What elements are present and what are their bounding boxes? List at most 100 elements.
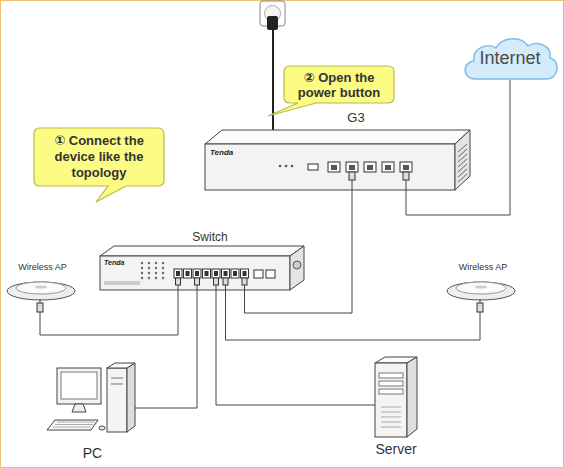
wireless-ap: Wireless AP bbox=[5, 262, 80, 320]
key-row bbox=[53, 427, 91, 428]
rj45-plug bbox=[214, 278, 219, 285]
device-name: Wireless AP bbox=[5, 262, 80, 273]
mouse bbox=[99, 426, 105, 430]
rj45-plug bbox=[403, 172, 409, 180]
keyboard bbox=[47, 420, 98, 430]
port-socket bbox=[331, 165, 337, 170]
port-socket bbox=[367, 165, 373, 170]
callout-box: ① Connect the device like the topology bbox=[34, 128, 164, 186]
cloud-label: Internet bbox=[460, 47, 560, 69]
vent-slot bbox=[381, 417, 401, 418]
port-socket bbox=[349, 165, 355, 170]
port-socket bbox=[176, 271, 180, 276]
status-led bbox=[285, 165, 288, 168]
port-socket bbox=[205, 271, 209, 276]
tower-side bbox=[127, 363, 135, 432]
status-led bbox=[155, 267, 157, 269]
server-side bbox=[407, 357, 417, 437]
vent-slot bbox=[381, 422, 401, 423]
port-socket bbox=[195, 271, 199, 276]
status-led bbox=[279, 165, 282, 168]
ethernet-port bbox=[174, 269, 182, 278]
fan-grille bbox=[293, 261, 301, 269]
rj45-plug bbox=[477, 303, 483, 312]
ap-logo bbox=[475, 285, 487, 288]
drive-bay bbox=[379, 389, 403, 394]
port-socket bbox=[214, 271, 218, 276]
brand-logo: Tenda bbox=[210, 148, 250, 158]
rj45-plug bbox=[349, 172, 355, 180]
callout-text: ① Connect the device like the topology bbox=[38, 130, 160, 184]
status-led bbox=[148, 272, 150, 274]
device-name: Server bbox=[365, 441, 427, 458]
ethernet-cable bbox=[140, 292, 197, 408]
router-device-shape bbox=[200, 106, 475, 192]
key-row bbox=[55, 424, 93, 425]
server-device: Server bbox=[365, 355, 427, 462]
ethernet-port bbox=[212, 269, 220, 278]
ethernet-port bbox=[193, 269, 201, 278]
rj45-plug bbox=[242, 278, 247, 285]
rj45-plug bbox=[223, 278, 228, 285]
status-led bbox=[162, 272, 164, 274]
monitor-stand bbox=[72, 404, 86, 412]
power-cord bbox=[272, 28, 274, 132]
drive-bay bbox=[111, 384, 123, 385]
internet-cloud: Internet bbox=[460, 34, 560, 80]
switch-top bbox=[100, 246, 304, 256]
ethernet-port bbox=[184, 269, 192, 278]
router-front bbox=[205, 144, 455, 190]
brand-logo: Tenda bbox=[104, 259, 140, 267]
power-plug bbox=[267, 16, 278, 30]
status-led bbox=[141, 272, 143, 274]
device-name: Switch bbox=[185, 230, 235, 244]
callout-bubble bbox=[34, 128, 164, 202]
pc-computer: PC bbox=[45, 362, 140, 462]
ap-dome bbox=[456, 282, 506, 294]
drive-bay bbox=[379, 381, 403, 386]
cable-stub bbox=[365, 405, 375, 406]
ethernet-port bbox=[346, 162, 358, 172]
ethernet-port bbox=[222, 269, 230, 278]
status-led bbox=[162, 262, 164, 264]
ap-base bbox=[7, 282, 75, 300]
ethernet-cable bbox=[216, 292, 365, 405]
port-socket bbox=[224, 271, 228, 276]
status-led bbox=[141, 277, 143, 279]
sfp-port bbox=[254, 270, 263, 278]
device-name: Wireless AP bbox=[443, 262, 523, 273]
status-led bbox=[155, 277, 157, 279]
drive-bay bbox=[111, 378, 123, 379]
status-led bbox=[155, 262, 157, 264]
router-side bbox=[455, 130, 470, 190]
port-socket bbox=[233, 271, 237, 276]
usb-port bbox=[308, 164, 318, 170]
ap-base bbox=[447, 282, 515, 300]
tower-top bbox=[107, 363, 135, 368]
port-socket bbox=[385, 165, 391, 170]
ap-logo bbox=[35, 285, 47, 288]
switch-front bbox=[100, 256, 290, 290]
ethernet-port bbox=[231, 269, 239, 278]
cable-stub bbox=[135, 408, 140, 409]
vent-slot bbox=[458, 174, 467, 182]
callout-box: ② Open the power button bbox=[284, 66, 394, 103]
status-led bbox=[148, 262, 150, 264]
callout-text: ② Open the power button bbox=[287, 67, 391, 102]
status-led bbox=[141, 267, 143, 269]
key-row bbox=[57, 422, 95, 423]
model-strip bbox=[104, 281, 140, 285]
switch-side bbox=[290, 246, 304, 290]
vent-slot bbox=[381, 412, 401, 413]
status-led bbox=[141, 262, 143, 264]
ethernet-port bbox=[328, 162, 340, 172]
device-name: G3 bbox=[336, 110, 376, 126]
port-socket bbox=[243, 271, 247, 276]
status-led bbox=[162, 277, 164, 279]
status-led bbox=[162, 267, 164, 269]
status-led bbox=[291, 165, 294, 168]
router-device: G3Tenda bbox=[200, 106, 475, 192]
switch-device: SwitchTenda bbox=[98, 228, 308, 292]
